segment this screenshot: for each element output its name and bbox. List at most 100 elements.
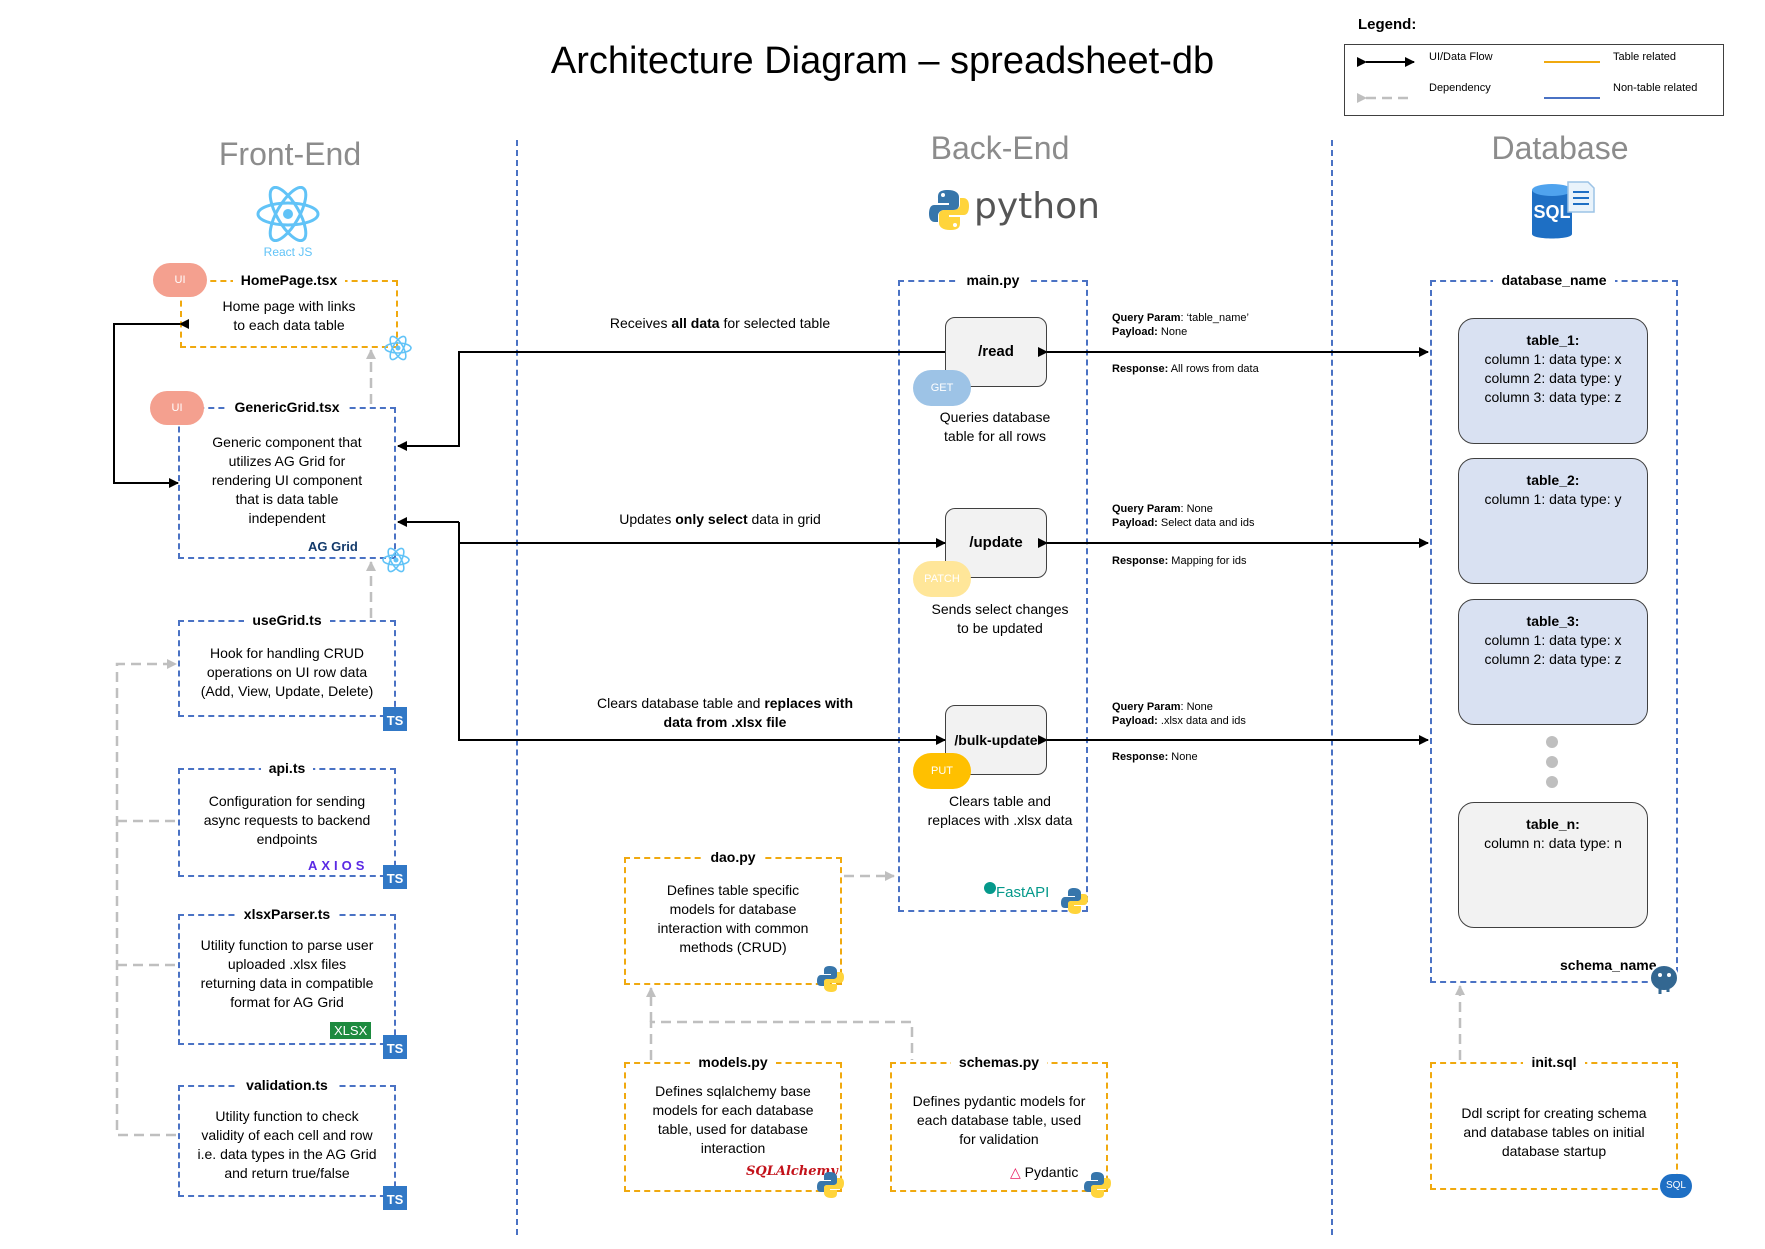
read-flow-arrow xyxy=(397,351,945,451)
bulk-flow-pre: Clears database table and xyxy=(596,695,765,711)
genericgrid-box: GenericGrid.tsx Generic component that u… xyxy=(178,399,396,559)
init-sql-title: init.sql xyxy=(1523,1054,1585,1070)
table-columns: column n: data type: n xyxy=(1484,835,1622,851)
table-columns: column 1: data type: x column 2: data ty… xyxy=(1484,351,1622,405)
sql-database-icon xyxy=(1532,181,1595,239)
ellipsis-dot xyxy=(1546,736,1558,748)
pydantic-icon: △ xyxy=(1010,1164,1021,1180)
read-flow-bold: all data xyxy=(671,315,720,331)
python-icon xyxy=(817,1172,844,1198)
xlsxparser-title: xlsxParser.ts xyxy=(235,906,339,922)
schemas-py-title: schemas.py xyxy=(950,1054,1048,1070)
api-desc: Configuration for sending async requests… xyxy=(203,793,371,847)
put-method-badge: PUT xyxy=(913,753,971,789)
query-param-label: Query Param xyxy=(1112,312,1181,324)
response-value: All rows from data xyxy=(1168,363,1259,375)
bulk-flow-bold: replaces with xyxy=(764,695,854,711)
usegrid-title: useGrid.ts xyxy=(244,612,330,628)
ts-icon: TS xyxy=(383,865,407,889)
python-icon xyxy=(1084,1172,1111,1198)
schemas-py-box: schemas.py Defines pydantic models for e… xyxy=(890,1054,1108,1192)
homepage-genericgrid-flow xyxy=(113,319,189,488)
sqlalchemy-logo: SQLAlchemy xyxy=(746,1164,838,1179)
payload-label: Payload: xyxy=(1112,326,1158,338)
update-flow-label: Updates only select data in grid xyxy=(560,510,880,529)
read-flow-label: Receives all data for selected table xyxy=(560,314,880,333)
dependency-line xyxy=(115,659,177,1137)
payload-label: Payload: xyxy=(1112,715,1158,727)
pydantic-logo: △ Pydantic xyxy=(1010,1164,1078,1181)
frontend-heading: Front-End xyxy=(218,136,362,172)
xlsxparser-desc: Utility function to parse user uploaded … xyxy=(200,937,374,1010)
payload-value: None xyxy=(1157,326,1188,338)
table-columns: column 1: data type: x column 2: data ty… xyxy=(1484,632,1622,667)
payload-value: Select data and ids xyxy=(1157,517,1255,529)
react-logo-label: React JS xyxy=(263,245,313,259)
dao-py-box: dao.py Defines table specific models for… xyxy=(624,849,842,985)
python-icon xyxy=(1061,888,1088,914)
homepage-ui-badge: UI xyxy=(153,263,207,297)
genericgrid-title: GenericGrid.tsx xyxy=(226,399,348,415)
usegrid-box: useGrid.ts Hook for handling CRUD operat… xyxy=(178,612,396,717)
validation-box: validation.ts Utility function to check … xyxy=(178,1077,396,1197)
payload-value: .xlsx data and ids xyxy=(1157,715,1246,727)
xlsx-logo: XLSX xyxy=(330,1022,372,1039)
legend: UI/Data Flow Dependency Table related No… xyxy=(1344,44,1724,116)
main-py-title: main.py xyxy=(958,272,1028,288)
read-flow-pre: Receives xyxy=(609,315,672,331)
update-flow-pre: Updates xyxy=(619,511,676,527)
table-card: table_3: column 1: data type: x column 2… xyxy=(1458,599,1648,725)
ellipsis-dot xyxy=(1546,776,1558,788)
usegrid-desc: Hook for handling CRUD operations on UI … xyxy=(200,645,374,699)
aggrid-logo: AG Grid xyxy=(308,539,358,554)
dao-py-desc: Defines table specific models for databa… xyxy=(657,882,809,955)
payload-label: Payload: xyxy=(1112,517,1158,529)
validation-desc: Utility function to check validity of ea… xyxy=(197,1108,377,1181)
query-param-value: : None xyxy=(1180,503,1213,515)
sql-badge: SQL xyxy=(1660,1174,1692,1198)
update-flow-bold: only select xyxy=(675,511,748,527)
homepage-desc: Home page with links to each data table xyxy=(222,298,356,333)
bulk-api-response: Response: None xyxy=(1112,750,1198,764)
response-value: None xyxy=(1168,751,1198,763)
table-name: table_n: xyxy=(1526,816,1580,832)
ts-icon: TS xyxy=(383,1035,407,1059)
update-api-info: Query Param: None Payload: Select data a… xyxy=(1112,502,1254,530)
table-card: table_2: column 1: data type: y xyxy=(1458,458,1648,584)
legend-dependency-label: Dependency xyxy=(1429,82,1491,94)
models-py-title: models.py xyxy=(690,1054,776,1070)
query-param-label: Query Param xyxy=(1112,503,1181,515)
fastapi-logo: FastAPI xyxy=(996,884,1050,901)
backend-heading: Back-End xyxy=(930,130,1070,166)
legend-heading: Legend: xyxy=(1358,16,1417,33)
query-param-value: : None xyxy=(1180,701,1213,713)
python-logo: python xyxy=(928,186,1100,236)
page-title: Architecture Diagram – spreadsheet-db xyxy=(550,40,1215,82)
read-desc: Queries database table for all rows xyxy=(939,409,1051,444)
schemas-py-desc: Defines pydantic models for each databas… xyxy=(912,1093,1086,1147)
read-flow-post: for selected table xyxy=(719,315,831,331)
bulk-api-info: Query Param: None Payload: .xlsx data an… xyxy=(1112,700,1246,728)
fastapi-icon xyxy=(984,882,996,894)
xlsxparser-box: xlsxParser.ts Utility function to parse … xyxy=(178,906,396,1045)
divider-backend-database xyxy=(1331,140,1333,1235)
response-label: Response: xyxy=(1112,751,1169,763)
database-box: database_name schema_name xyxy=(1430,272,1678,983)
python-icon xyxy=(817,966,844,992)
database-name: database_name xyxy=(1493,272,1615,288)
legend-ui-flow-label: UI/Data Flow xyxy=(1429,51,1493,63)
database-heading: Database xyxy=(1491,130,1629,166)
postgresql-icon xyxy=(1649,964,1679,994)
table-name: table_1: xyxy=(1526,332,1580,348)
table-name: table_3: xyxy=(1526,613,1580,629)
react-logo: React JS xyxy=(255,185,321,260)
axios-logo: AXIOS xyxy=(308,858,369,873)
pydantic-logo-label: Pydantic xyxy=(1024,1164,1079,1180)
python-snake-icon xyxy=(929,190,969,230)
get-method-badge: GET xyxy=(913,370,971,406)
bulk-update-desc: Clears table and replaces with .xlsx dat… xyxy=(927,793,1073,828)
response-label: Response: xyxy=(1112,363,1169,375)
table-name: table_2: xyxy=(1526,472,1580,488)
update-flow-post: data in grid xyxy=(747,511,821,527)
